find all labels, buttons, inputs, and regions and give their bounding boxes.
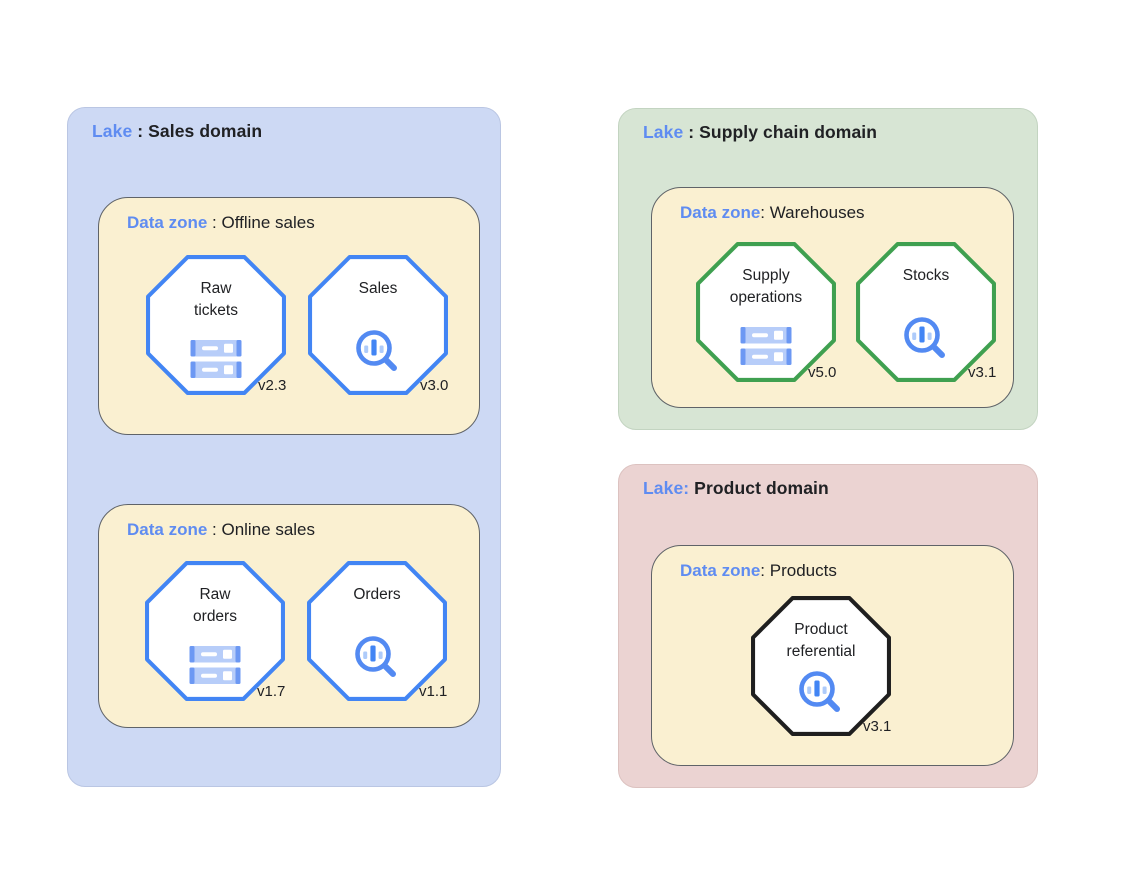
zone-name: : Products xyxy=(760,561,837,580)
lake-supply-chain-domain: Lake : Supply chain domain Data zone: Wa… xyxy=(618,108,1038,430)
lake-title: Lake : Sales domain xyxy=(92,121,262,142)
node-label: Supply operations xyxy=(695,265,837,309)
version-label: v1.7 xyxy=(257,683,286,700)
node-label: Product referential xyxy=(750,619,892,663)
node-label-line: Product xyxy=(794,621,848,638)
node-raw-tickets: Raw tickets xyxy=(145,254,287,396)
node-label-line: orders xyxy=(193,608,237,625)
storage-icon xyxy=(189,645,241,690)
lake-title: Lake : Supply chain domain xyxy=(643,122,877,143)
octagon-shape xyxy=(307,561,447,701)
octagon-outline xyxy=(146,255,286,395)
storage-icon xyxy=(190,339,242,384)
octagon-outline xyxy=(696,242,836,382)
lake-product-domain: Lake: Product domain Data zone: Products… xyxy=(618,464,1038,788)
node-label: Stocks xyxy=(855,265,997,287)
octagon-outline xyxy=(307,561,447,701)
node-label: Orders xyxy=(306,584,448,606)
octagon-shape xyxy=(696,242,836,382)
octagon-outline xyxy=(308,255,448,395)
octagon-outline xyxy=(856,242,996,382)
node-supply-operations: Supply operations xyxy=(695,241,837,383)
data-zone-products: Data zone: Products Product referential xyxy=(651,545,1014,766)
zone-name: : Online sales xyxy=(207,520,316,539)
node-raw-orders: Raw orders xyxy=(144,560,286,702)
octagon-shape xyxy=(308,255,448,395)
zone-keyword: Data zone xyxy=(127,213,208,232)
node-label-line: Raw xyxy=(199,586,231,603)
node-orders: Orders v1.1 xyxy=(306,560,448,702)
version-label: v3.1 xyxy=(968,364,997,381)
zone-title: Data zone : Online sales xyxy=(127,520,315,540)
octagon-shape xyxy=(856,242,996,382)
lake-keyword: Lake xyxy=(92,121,133,141)
zone-title: Data zone: Warehouses xyxy=(680,203,865,223)
zone-name: : Warehouses xyxy=(760,203,865,222)
zone-keyword: Data zone xyxy=(127,520,208,539)
node-label-line: Raw xyxy=(200,280,232,297)
version-label: v3.1 xyxy=(863,718,892,735)
version-label: v2.3 xyxy=(258,377,287,394)
storage-icon xyxy=(740,326,792,371)
node-label-line: Orders xyxy=(353,586,401,603)
node-product-referential: Product referential v3.1 xyxy=(750,595,892,737)
octagon-shape xyxy=(751,596,891,736)
chart-magnifier-icon xyxy=(353,327,403,382)
node-label-line: referential xyxy=(786,643,856,660)
node-label: Raw orders xyxy=(144,584,286,628)
version-label: v3.0 xyxy=(420,377,449,394)
lake-title: Lake: Product domain xyxy=(643,478,829,499)
node-label-line: tickets xyxy=(194,302,238,319)
octagon-shape xyxy=(145,561,285,701)
node-label-line: Stocks xyxy=(902,267,950,284)
octagon-outline xyxy=(145,561,285,701)
lake-name: Product domain xyxy=(689,478,829,498)
zone-title: Data zone : Offline sales xyxy=(127,213,315,233)
version-label: v1.1 xyxy=(419,683,448,700)
lake-name: : Supply chain domain xyxy=(683,122,878,142)
zone-title: Data zone: Products xyxy=(680,561,837,581)
octagon-shape xyxy=(146,255,286,395)
node-label-line: operations xyxy=(729,289,803,306)
lake-keyword: Lake xyxy=(643,122,684,142)
lake-sales-domain: Lake : Sales domain Data zone : Offline … xyxy=(67,107,501,787)
node-label-line: Supply xyxy=(742,267,790,284)
node-label-line: Sales xyxy=(358,280,398,297)
data-zone-offline-sales: Data zone : Offline sales Raw tickets xyxy=(98,197,480,435)
chart-magnifier-icon xyxy=(352,633,402,688)
node-stocks: Stocks v3.1 xyxy=(855,241,997,383)
zone-name: : Offline sales xyxy=(207,213,315,232)
chart-magnifier-icon xyxy=(796,668,846,723)
node-sales: Sales v3.0 xyxy=(307,254,449,396)
zone-keyword: Data zone xyxy=(680,561,761,580)
version-label: v5.0 xyxy=(808,364,837,381)
data-zone-online-sales: Data zone : Online sales Raw orders xyxy=(98,504,480,728)
chart-magnifier-icon xyxy=(901,314,951,369)
node-label: Sales xyxy=(307,278,449,300)
zone-keyword: Data zone xyxy=(680,203,761,222)
octagon-outline xyxy=(751,596,891,736)
data-zone-warehouses: Data zone: Warehouses Supply operations xyxy=(651,187,1014,408)
node-label: Raw tickets xyxy=(145,278,287,322)
lake-name: : Sales domain xyxy=(132,121,263,141)
lake-keyword: Lake: xyxy=(643,478,690,498)
